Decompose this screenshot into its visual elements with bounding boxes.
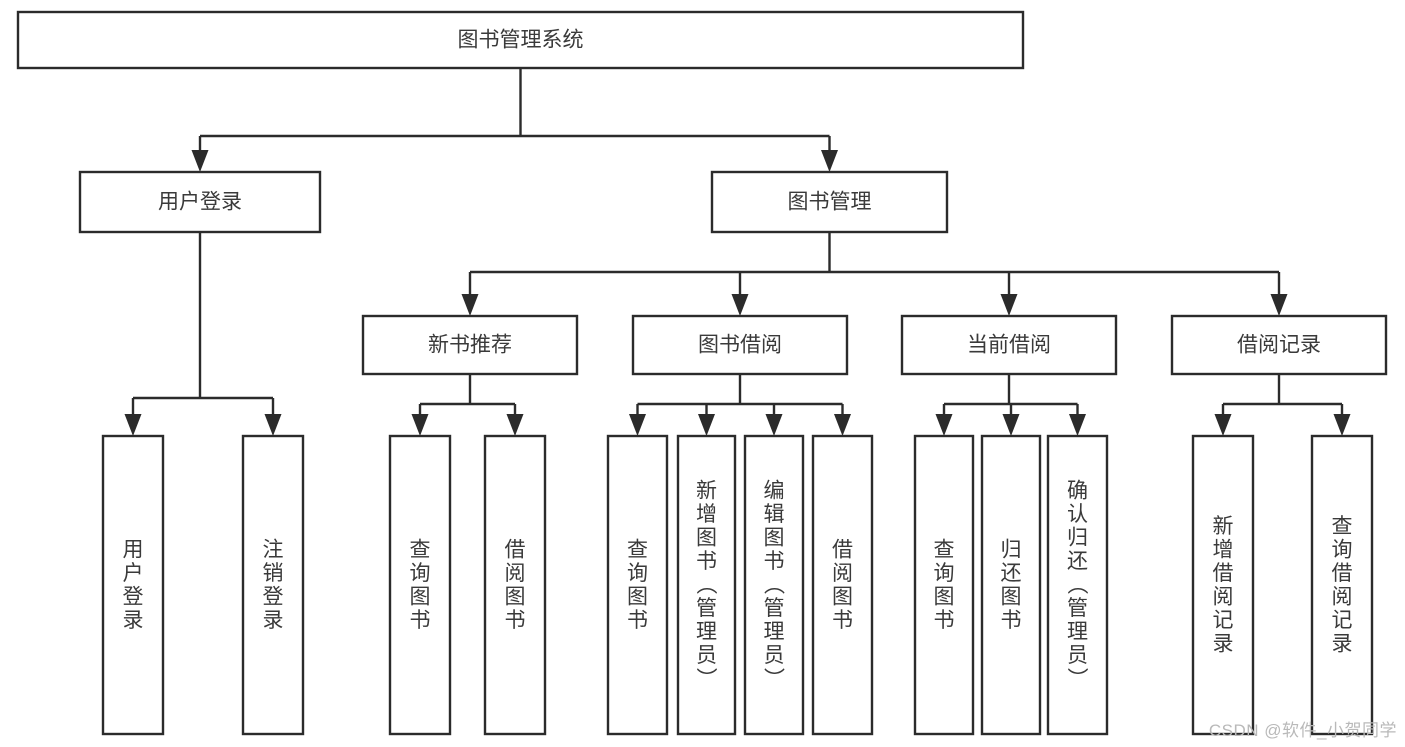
edge-group	[191, 68, 838, 172]
node-label: 编辑图书（管理员）	[764, 480, 786, 691]
node-box[interactable]	[811, 434, 874, 736]
arrow-head-icon	[1002, 414, 1020, 436]
node-label: 确认归还（管理员）	[1067, 480, 1089, 691]
node-leaf-return-book[interactable]: 归还图书	[980, 434, 1042, 736]
edges-layer	[124, 68, 1351, 436]
node-box[interactable]	[1170, 314, 1388, 376]
node-leaf-query-book-recommend[interactable]: 查询图书	[388, 434, 452, 736]
node-new-book-recommend[interactable]: 新书推荐	[361, 314, 579, 376]
node-borrow-record[interactable]: 借阅记录	[1170, 314, 1388, 376]
arrow-head-icon	[935, 414, 953, 436]
watermark-text: CSDN @软件_小贺同学	[1208, 721, 1397, 740]
node-box[interactable]	[980, 434, 1042, 736]
nodes-layer: 图书管理系统用户登录图书管理新书推荐图书借阅当前借阅借阅记录用户登录注销登录查询…	[16, 10, 1388, 736]
node-leaf-query-book-borrow[interactable]: 查询图书	[606, 434, 669, 736]
node-box[interactable]	[388, 434, 452, 736]
node-label: 新增图书（管理员）	[696, 480, 718, 691]
node-box[interactable]	[900, 314, 1118, 376]
edge-group	[1214, 374, 1351, 436]
node-leaf-query-borrow-record[interactable]: 查询借阅记录	[1310, 434, 1374, 736]
node-leaf-add-book[interactable]: 新增图书（管理员）	[676, 434, 737, 736]
arrow-head-icon	[1000, 294, 1018, 316]
node-leaf-query-book-current[interactable]: 查询图书	[913, 434, 975, 736]
arrow-head-icon	[1214, 414, 1232, 436]
edge-group	[935, 374, 1086, 436]
node-leaf-borrow-book[interactable]: 借阅图书	[811, 434, 874, 736]
node-leaf-borrow-book-recommend[interactable]: 借阅图书	[483, 434, 547, 736]
node-label: 查询借阅记录	[1332, 515, 1353, 656]
node-box[interactable]	[710, 170, 949, 234]
node-leaf-edit-book[interactable]: 编辑图书（管理员）	[743, 434, 805, 736]
node-label: 归还图书	[1001, 538, 1022, 632]
arrow-head-icon	[461, 294, 479, 316]
arrow-head-icon	[1333, 414, 1351, 436]
arrow-head-icon	[731, 294, 749, 316]
node-box[interactable]	[606, 434, 669, 736]
node-label: 图书借阅	[698, 334, 782, 357]
node-box[interactable]	[631, 314, 849, 376]
node-leaf-confirm-return[interactable]: 确认归还（管理员）	[1046, 434, 1109, 736]
arrow-head-icon	[411, 414, 429, 436]
arrow-head-icon	[264, 414, 282, 436]
node-label: 查询图书	[410, 538, 431, 632]
arrow-head-icon	[506, 414, 524, 436]
node-label: 用户登录	[158, 191, 242, 214]
arrow-head-icon	[834, 414, 851, 436]
node-label: 查询图书	[627, 538, 648, 632]
arrow-head-icon	[765, 414, 783, 436]
node-label: 借阅记录	[1237, 334, 1321, 357]
edge-group	[461, 232, 1288, 316]
node-leaf-user-logout[interactable]: 注销登录	[241, 434, 305, 736]
node-label: 当前借阅	[967, 334, 1051, 357]
node-box[interactable]	[913, 434, 975, 736]
node-label: 查询图书	[934, 538, 955, 632]
edge-group	[629, 374, 851, 436]
node-box[interactable]	[676, 434, 737, 736]
node-leaf-user-login[interactable]: 用户登录	[101, 434, 165, 736]
node-box[interactable]	[101, 434, 165, 736]
node-leaf-add-borrow-record[interactable]: 新增借阅记录	[1191, 434, 1255, 736]
node-box[interactable]	[1046, 434, 1109, 736]
arrow-head-icon	[821, 150, 838, 172]
node-label: 图书管理系统	[458, 29, 584, 52]
node-label: 图书管理	[788, 191, 872, 214]
arrow-head-icon	[698, 414, 715, 436]
node-book-borrow[interactable]: 图书借阅	[631, 314, 849, 376]
node-box[interactable]	[1310, 434, 1374, 736]
edge-group	[411, 374, 524, 436]
node-label: 用户登录	[123, 538, 144, 632]
node-box[interactable]	[16, 10, 1025, 70]
arrow-head-icon	[1270, 294, 1288, 316]
node-box[interactable]	[483, 434, 547, 736]
node-label: 新书推荐	[428, 334, 512, 357]
arrow-head-icon	[124, 414, 142, 436]
arrow-head-icon	[191, 150, 209, 172]
node-box[interactable]	[743, 434, 805, 736]
node-box[interactable]	[78, 170, 322, 234]
node-box[interactable]	[361, 314, 579, 376]
arrow-head-icon	[1069, 414, 1086, 436]
node-book-management[interactable]: 图书管理	[710, 170, 949, 234]
arrow-head-icon	[629, 414, 646, 436]
node-box[interactable]	[241, 434, 305, 736]
node-label: 新增借阅记录	[1213, 515, 1234, 656]
node-label: 借阅图书	[832, 538, 853, 632]
node-label: 注销登录	[263, 538, 284, 632]
node-current-borrow[interactable]: 当前借阅	[900, 314, 1118, 376]
edge-group	[124, 232, 282, 436]
node-root[interactable]: 图书管理系统	[16, 10, 1025, 70]
node-box[interactable]	[1191, 434, 1255, 736]
node-label: 借阅图书	[505, 538, 526, 632]
node-user-login[interactable]: 用户登录	[78, 170, 322, 234]
